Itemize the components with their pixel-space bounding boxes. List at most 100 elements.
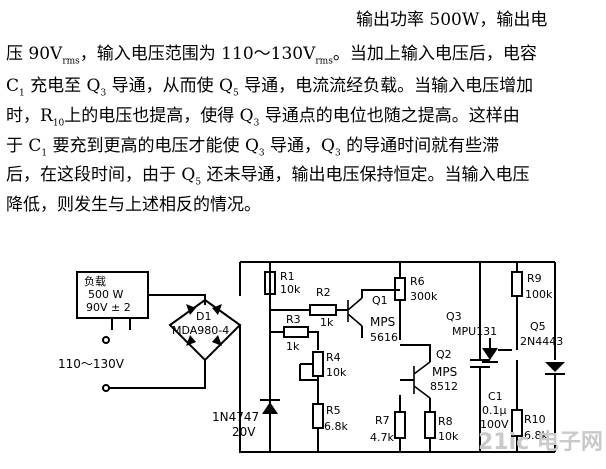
- resistor-r3: [283, 326, 309, 338]
- text-run: 时，R: [6, 106, 53, 126]
- q3-part: MPU131: [452, 325, 497, 338]
- zener-part: 1N4747: [212, 410, 259, 424]
- q2-part: 8512: [430, 380, 458, 393]
- text-run: 充电至 Q: [24, 76, 101, 96]
- r4-label: R4: [326, 351, 341, 364]
- text-run: 。当加上输入电压后，电容: [332, 44, 537, 64]
- r1-value: 10k: [280, 283, 301, 296]
- text-run: 上的电压也提高，使得 Q: [64, 106, 254, 126]
- text-line-2: 压 90Vrms，输入电压范围为 110～130Vrms。当加上输入电压后，电容: [6, 44, 537, 71]
- text-run: 还未导通，输出电压保持恒定。当输入电压: [201, 165, 530, 185]
- watermark-text: 21ic 电子网: [478, 430, 603, 455]
- q3-label: Q3: [446, 310, 462, 323]
- q1-collector-wire: [361, 289, 400, 298]
- q5-label: Q5: [530, 320, 546, 333]
- text-subscript: 3: [100, 88, 107, 99]
- q2-collector-wire: [400, 344, 431, 362]
- text-subscript: 3: [258, 148, 265, 159]
- bridge-label: D1: [196, 310, 211, 323]
- r3-label: R3: [286, 313, 301, 326]
- r3-value: 1k: [286, 340, 300, 353]
- resistor-r7: [394, 411, 406, 439]
- text-subscript: 5: [232, 88, 239, 99]
- text-line-1: 输出功率 500W，输出电: [356, 10, 547, 30]
- text-run: C: [6, 76, 20, 96]
- resistor-r1: [264, 271, 276, 295]
- input-voltage-label: 110～130V: [58, 357, 125, 371]
- bridge-diode-1: [186, 304, 196, 315]
- r4-wiper: [299, 363, 318, 381]
- text-line-4: 时，R10上的电压也提高，使得 Q3 导通点的电位也随之提高。这样由: [6, 106, 520, 133]
- transistor-q3: [482, 348, 498, 360]
- bridge-diode-3: [186, 335, 196, 346]
- bridge-diode-2: [212, 304, 222, 315]
- q3-wires: [489, 338, 512, 351]
- text-run: 导通点的电位也随之提高。这样由: [259, 106, 520, 126]
- r9-label: R9: [527, 272, 542, 285]
- r2-value: 1k: [320, 316, 334, 329]
- text-run: 导通，从而使 Q: [106, 76, 233, 96]
- text-line-5: 于 C1 要充到更高的电压才能使 Q3 导通，Q3 的导通时间就有些滞: [6, 136, 499, 163]
- text-run: 后，在这段时间，由于 Q: [6, 165, 196, 185]
- r10-value: 6.8k: [524, 429, 548, 442]
- text-subscript: 10: [52, 118, 65, 129]
- text-run: ，输入电压范围为 110～130V: [79, 44, 316, 64]
- r9-value: 100k: [525, 288, 553, 301]
- text-run: 降低，则发生与上述相反的情况。: [6, 195, 261, 215]
- c1-voltage: 100V: [480, 418, 509, 431]
- resistor-r5: [312, 403, 324, 429]
- text-run: 的导通时间就有些滞: [340, 136, 500, 156]
- r3-wire-right: [308, 331, 319, 350]
- text-run: 于 C: [6, 136, 42, 156]
- r1-label: R1: [280, 270, 295, 283]
- load-power: 500 W: [88, 288, 123, 301]
- load-to-bridge-wire: [148, 294, 206, 305]
- bridge-diode-4: [212, 335, 222, 346]
- r5-value: 6.8k: [324, 420, 348, 433]
- resistor-r8: [424, 411, 436, 439]
- load-voltage: 90V ± 2: [86, 301, 131, 314]
- r8-label: R8: [438, 415, 453, 428]
- text-subscript: 1: [19, 88, 25, 99]
- r2-label: R2: [316, 286, 331, 299]
- load-label: 负载: [84, 274, 106, 288]
- transistor-q1: [347, 297, 363, 327]
- text-line-7: 降低，则发生与上述相反的情况。: [6, 195, 261, 215]
- r7-value: 4.7k: [370, 431, 394, 444]
- bottom-rail-wire: [239, 395, 555, 453]
- zener-diode: [262, 402, 278, 414]
- r10-label: R10: [524, 413, 546, 426]
- text-run: 输出功率 500W，输出电: [356, 10, 548, 30]
- resistor-r9: [511, 271, 523, 297]
- text-line-6: 后，在这段时间，由于 Q5 还未导通，输出电压保持恒定。当输入电压: [6, 165, 529, 192]
- q5-part: 2N4443: [520, 335, 563, 348]
- load-wires: [111, 318, 131, 330]
- c1-label: C1: [488, 390, 503, 403]
- input-terminal-b: [102, 384, 110, 392]
- watermark-logo: 21ic 电子网: [478, 424, 603, 456]
- text-run: 要充到更高的电压才能使 Q: [47, 136, 259, 156]
- transistor-q2: [413, 361, 431, 399]
- text-run: 导通，电流流经负载。当输入电压增加: [238, 76, 534, 96]
- text-subscript: 5: [195, 177, 202, 188]
- transistor-q5: [545, 362, 565, 372]
- resistor-r4: [312, 351, 324, 377]
- bridge-part: MDA980-4: [172, 324, 229, 337]
- q1-part: 5616: [370, 331, 398, 344]
- r4-value: 10k: [326, 366, 347, 379]
- r7-label: R7: [375, 414, 390, 427]
- text-run: 导通，Q: [264, 136, 335, 156]
- q1-label: Q1: [372, 294, 388, 307]
- r6-label: R6: [410, 275, 425, 288]
- text-run: 压 90V: [6, 44, 63, 64]
- q1-type: MPS: [370, 315, 395, 329]
- q2-label: Q2: [436, 348, 452, 361]
- text-subscript: 3: [253, 118, 260, 129]
- text-subscript: 3: [334, 148, 341, 159]
- text-subscript: rms: [62, 56, 80, 67]
- r8-value: 10k: [438, 430, 459, 443]
- c1-value: 0.1μ: [482, 404, 507, 417]
- zener-voltage: 20V: [232, 425, 256, 439]
